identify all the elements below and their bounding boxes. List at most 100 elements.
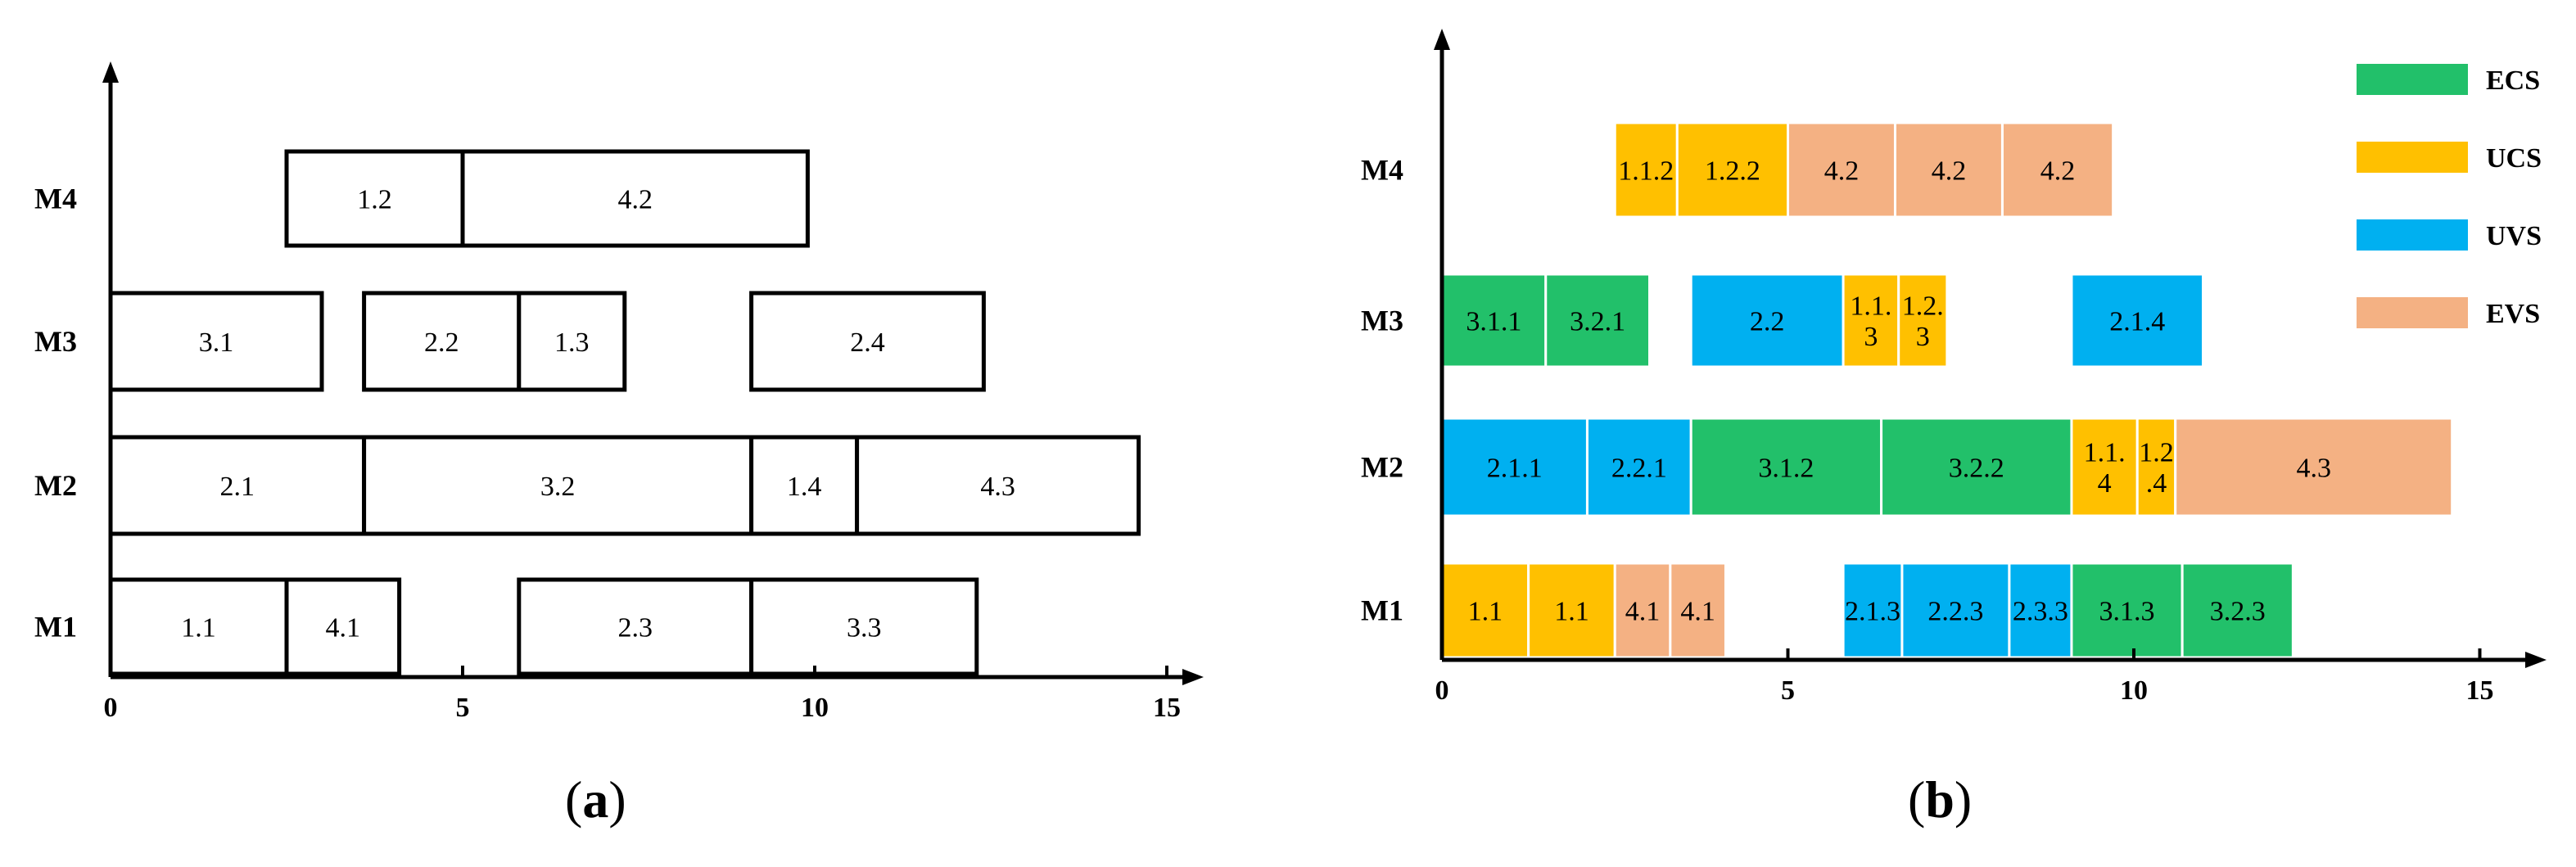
task-label-a-m1-3: 3.3 xyxy=(847,612,882,643)
task-label-a-m1-2: 2.3 xyxy=(617,612,653,643)
task-label-a-m4-12: 1.2 xyxy=(357,184,392,214)
task-label-b-m1-2: 4.1 xyxy=(1625,596,1661,626)
y-axis-arrow-a xyxy=(102,61,119,83)
legend-swatch-ecs xyxy=(2357,64,2468,95)
task-label-a-m2-6: 1.4 xyxy=(787,472,822,502)
task-bar-a-m2-7 xyxy=(855,435,1141,536)
task-label-b-m2-15: 4.3 xyxy=(2296,453,2331,483)
task-bar-b-m3-21 xyxy=(2070,273,2204,368)
task-label-a-m1-0: 1.1 xyxy=(181,612,216,643)
task-bar-b-m3-17 xyxy=(1544,273,1651,368)
task-bar-b-m2-13 xyxy=(2070,417,2139,517)
task-bar-b-m2-12 xyxy=(1880,417,2073,517)
task-label-b-m3-21: 2.1.4 xyxy=(2109,306,2165,336)
task-bar-b-m1-1 xyxy=(1527,562,1616,659)
task-label-b-m1-6: 2.3.3 xyxy=(2013,596,2068,626)
gantt-panel-a: 1.1 4.1 2.3 3.3 2.1 3.2 1.4 4.3 3.1 2.2 1.3 2.4 1.2 4… xyxy=(34,61,1204,723)
task-label-a-m3-10: 1.3 xyxy=(554,327,590,358)
task-label-b-m1-3: 4.1 xyxy=(1680,596,1715,626)
task-label-b-m2-13: 1.1.4 xyxy=(2084,438,2126,499)
task-label-b-m1-0: 1.1 xyxy=(1468,596,1503,626)
task-bar-b-m4-24 xyxy=(1787,121,1896,219)
task-bar-b-m3-16 xyxy=(1440,273,1548,368)
task-label-b-m2-9: 2.1.1 xyxy=(1487,453,1543,483)
task-bar-b-m2-15 xyxy=(2174,417,2454,517)
task-bar-b-m2-9 xyxy=(1440,417,1589,517)
legend-swatch-uvs xyxy=(2357,219,2468,251)
task-bar-b-m1-3 xyxy=(1669,562,1727,659)
task-label-b-m1-7: 3.1.3 xyxy=(2099,596,2155,626)
task-label-a-m2-4: 2.1 xyxy=(220,472,255,502)
y-axis-arrow-b xyxy=(1434,29,1450,50)
task-label-b-m4-24: 4.2 xyxy=(1824,156,1860,186)
x-tick-label-b-10: 10 xyxy=(2120,675,2148,706)
task-bar-a-m1-1 xyxy=(284,577,402,676)
x-tick-label-a-10: 10 xyxy=(801,693,829,723)
y-label-a-m2: M2 xyxy=(34,469,77,502)
task-bar-a-m4-12 xyxy=(284,149,465,248)
task-bar-b-m3-18 xyxy=(1689,273,1845,368)
task-label-b-m2-11: 3.1.2 xyxy=(1758,453,1814,483)
task-label-b-m4-23: 1.2.2 xyxy=(1705,156,1760,186)
task-label-b-m1-4: 2.1.3 xyxy=(1845,596,1900,626)
task-bar-a-m2-6 xyxy=(749,435,860,536)
task-label-a-m1-1: 4.1 xyxy=(326,612,361,643)
task-bar-b-m2-10 xyxy=(1585,417,1692,517)
x-axis-arrow-b xyxy=(2525,652,2547,668)
task-label-b-m4-26: 4.2 xyxy=(2040,156,2076,186)
x-tick-label-a-0: 0 xyxy=(104,693,118,723)
task-bar-b-m2-11 xyxy=(1689,417,1883,517)
legend-label-evs: EVS xyxy=(2486,299,2540,329)
task-bar-a-m3-11 xyxy=(749,291,986,392)
y-label-b-m3: M3 xyxy=(1361,305,1403,337)
y-label-a-m3: M3 xyxy=(34,325,77,358)
task-bar-b-m4-23 xyxy=(1675,121,1790,219)
task-label-b-m1-5: 2.2.3 xyxy=(1927,596,1983,626)
task-bar-a-m4-13 xyxy=(460,149,810,248)
task-label-b-m2-14: 1.2.4 xyxy=(2139,438,2174,499)
task-label-a-m4-13: 4.2 xyxy=(617,184,653,214)
legend-b: ECS UCS UVS EVS xyxy=(2357,64,2542,329)
task-bar-a-m2-5 xyxy=(362,435,754,536)
task-bar-b-m3-20 xyxy=(1897,273,1949,368)
task-bar-b-m4-26 xyxy=(2000,121,2115,219)
legend-label-uvs: UVS xyxy=(2486,221,2542,251)
task-bar-a-m3-10 xyxy=(517,291,627,392)
caption-a: (a) xyxy=(565,770,626,829)
x-tick-label-b-15: 15 xyxy=(2466,675,2494,706)
task-bar-a-m3-9 xyxy=(362,291,522,392)
legend-label-ucs: UCS xyxy=(2486,143,2542,174)
task-label-a-m2-5: 3.2 xyxy=(540,472,576,502)
task-label-b-m2-10: 2.2.1 xyxy=(1611,453,1667,483)
task-label-a-m3-11: 2.4 xyxy=(850,327,885,358)
x-tick-label-a-5: 5 xyxy=(456,693,470,723)
y-label-a-m1: M1 xyxy=(34,611,77,643)
legend-swatch-evs xyxy=(2357,297,2468,328)
y-label-b-m4: M4 xyxy=(1361,154,1403,187)
task-bar-b-m1-6 xyxy=(2008,562,2073,659)
task-label-b-m3-20: 1.2.3 xyxy=(1902,291,1944,352)
x-tick-label-a-15: 15 xyxy=(1153,693,1181,723)
task-label-b-m3-17: 3.2.1 xyxy=(1570,306,1625,336)
task-label-a-m2-7: 4.3 xyxy=(980,472,1015,502)
task-label-b-m3-19: 1.1.3 xyxy=(1850,291,1891,352)
task-bar-a-m1-2 xyxy=(517,577,754,676)
task-label-a-m3-8: 3.1 xyxy=(199,327,234,358)
task-bar-b-m1-7 xyxy=(2070,562,2184,659)
task-label-b-m4-25: 4.2 xyxy=(1932,156,1967,186)
task-bar-b-m1-8 xyxy=(2181,562,2294,659)
task-bar-a-m1-3 xyxy=(749,577,979,676)
caption-b: (b) xyxy=(1908,770,1973,829)
task-label-b-m1-8: 3.2.3 xyxy=(2210,596,2266,626)
task-label-b-m2-12: 3.2.2 xyxy=(1949,453,2004,483)
x-tick-label-b-0: 0 xyxy=(1435,675,1449,706)
task-label-b-m3-16: 3.1.1 xyxy=(1466,306,1521,336)
task-bar-a-m2-4 xyxy=(108,435,367,536)
legend-label-ecs: ECS xyxy=(2486,65,2540,96)
legend-swatch-ucs xyxy=(2357,142,2468,173)
task-label-b-m4-22: 1.1.2 xyxy=(1618,156,1674,186)
task-label-a-m3-9: 2.2 xyxy=(424,327,459,358)
y-label-a-m4: M4 xyxy=(34,183,77,215)
x-tick-label-b-5: 5 xyxy=(1781,675,1795,706)
